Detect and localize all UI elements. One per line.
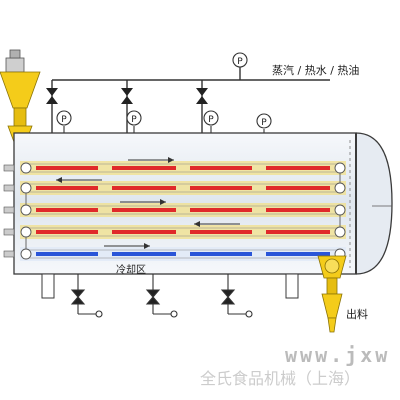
roller-icon xyxy=(20,226,32,238)
svg-text:P: P xyxy=(61,115,67,125)
flow-arrow-head xyxy=(56,177,62,183)
hot-pipe xyxy=(112,186,176,190)
hot-pipe xyxy=(112,230,176,234)
cooling-pipe xyxy=(266,252,330,256)
hot-pipe xyxy=(190,186,252,190)
feed-motor-icon xyxy=(5,57,25,73)
hot-pipe xyxy=(112,166,176,170)
hot-pipe xyxy=(36,186,98,190)
cooling-zone-label: 冷却区 xyxy=(116,263,146,276)
cooling-pipe xyxy=(190,252,252,256)
drain-valve-icon xyxy=(220,274,253,318)
hot-pipe xyxy=(266,230,330,234)
roller-icon xyxy=(20,204,32,216)
side-fitting xyxy=(3,250,15,258)
flow-arrow-head xyxy=(194,221,200,227)
svg-text:P: P xyxy=(261,118,267,128)
heating-band xyxy=(20,225,346,239)
heating-band xyxy=(20,247,346,261)
roller-icon xyxy=(20,248,32,260)
watermark-url: www.jxw xyxy=(285,343,390,367)
valve-3-icon xyxy=(196,88,208,104)
support-leg-left xyxy=(41,273,55,299)
discharge-outlet xyxy=(317,255,347,333)
side-fitting xyxy=(3,184,15,192)
flow-arrow-head xyxy=(160,199,166,205)
svg-text:P: P xyxy=(208,115,214,125)
hot-pipe xyxy=(36,230,98,234)
roller-icon xyxy=(20,182,32,194)
svg-text:P: P xyxy=(131,115,137,125)
hot-pipe xyxy=(266,186,330,190)
support-leg-right xyxy=(285,273,299,299)
side-fitting xyxy=(3,206,15,214)
hot-pipe xyxy=(36,166,98,170)
hot-pipe xyxy=(190,166,252,170)
hot-pipe xyxy=(190,208,252,212)
hot-pipe xyxy=(36,208,98,212)
pressure-gauges: P P P P P xyxy=(56,52,272,138)
watermark-company: 全氏食品机械（上海） xyxy=(200,369,360,388)
supply-valves xyxy=(46,88,208,104)
hot-pipe xyxy=(112,208,176,212)
pressure-gauge-icon: P xyxy=(56,110,72,135)
heating-band xyxy=(20,161,346,175)
svg-text:P: P xyxy=(237,57,243,67)
roller-icon xyxy=(334,226,346,238)
steam-supply-label: 蒸汽 / 热水 / 热油 xyxy=(272,63,359,77)
discharge-label: 出料 xyxy=(346,307,368,321)
pressure-gauge-icon: P xyxy=(232,52,248,68)
roller-icon xyxy=(334,204,346,216)
cooling-pipe xyxy=(36,252,98,256)
pressure-gauge-icon: P xyxy=(256,113,272,138)
flow-arrow-head xyxy=(168,157,174,163)
hopper-funnel xyxy=(0,71,41,109)
flow-arrow-head xyxy=(144,243,150,249)
conveyor-rows xyxy=(3,157,346,261)
hot-pipe xyxy=(190,230,252,234)
roller-icon xyxy=(334,182,346,194)
valve-1-icon xyxy=(46,88,58,104)
pressure-gauge-icon: P xyxy=(126,110,142,135)
drain-valves xyxy=(70,274,253,318)
hot-pipe xyxy=(266,208,330,212)
roller-icon xyxy=(334,162,346,174)
roller-icon xyxy=(20,162,32,174)
heating-band xyxy=(20,181,346,195)
hot-pipe xyxy=(266,166,330,170)
drain-valve-icon xyxy=(70,274,103,318)
heating-band xyxy=(20,203,346,217)
side-fitting xyxy=(3,164,15,172)
drain-valve-icon xyxy=(145,274,178,318)
valve-2-icon xyxy=(121,88,133,104)
vessel-door xyxy=(355,132,393,275)
side-fitting xyxy=(3,228,15,236)
pressure-gauge-icon: P xyxy=(203,110,219,135)
cooling-pipe xyxy=(112,252,176,256)
